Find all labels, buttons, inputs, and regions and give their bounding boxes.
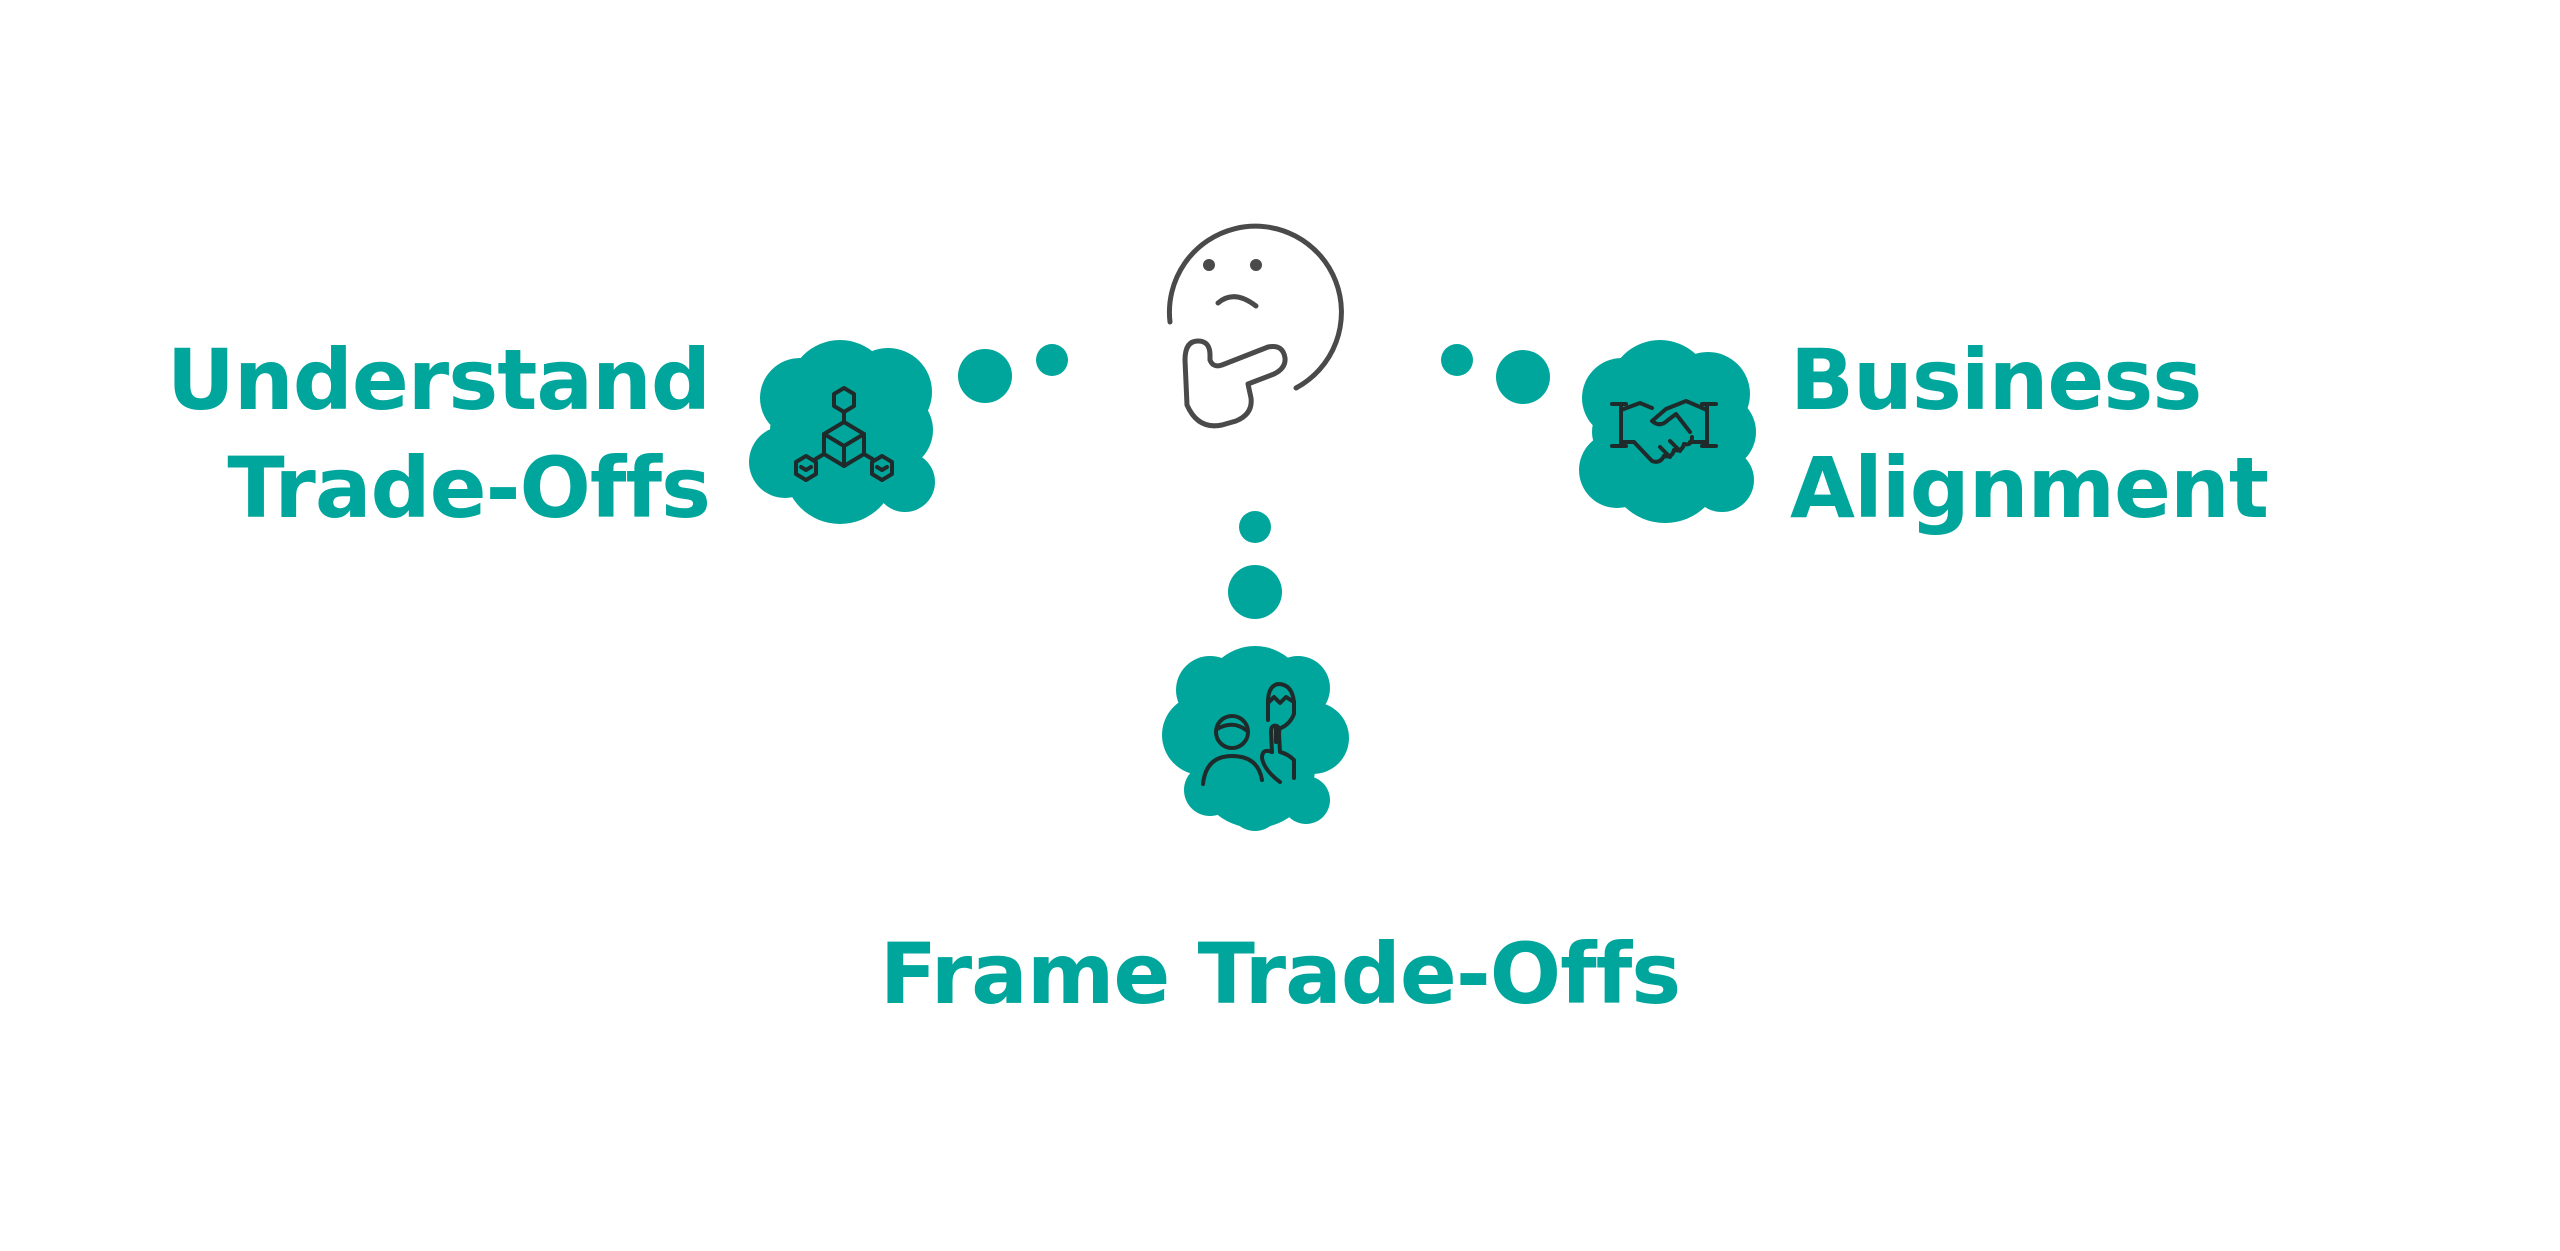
cloud-business (1579, 340, 1756, 523)
thought-dot (1496, 350, 1550, 404)
label-line: Alignment (1790, 439, 2269, 537)
label-business-alignment: Business Alignment (1790, 326, 2269, 542)
thought-dot (1239, 511, 1271, 543)
thought-dots-left (958, 344, 1068, 403)
thought-dot (1228, 565, 1282, 619)
thought-dots-bottom (1228, 511, 1282, 619)
thinking-face-icon (1166, 223, 1344, 429)
handshake-icon (1610, 399, 1718, 464)
label-understand-trade-offs: Understand Trade-Offs (166, 326, 711, 542)
thought-dot (958, 349, 1012, 403)
label-line: Understand (166, 331, 711, 429)
network-cube-icon (794, 386, 894, 482)
label-line: Frame Trade-Offs (879, 925, 1682, 1023)
people-thinking-icon (1201, 682, 1296, 786)
thought-dot (1036, 344, 1068, 376)
thought-dot (1441, 344, 1473, 376)
label-line: Trade-Offs (227, 439, 711, 537)
label-frame-trade-offs: Frame Trade-Offs (0, 920, 2560, 1028)
label-line: Business (1790, 331, 2202, 429)
thought-dots-right (1441, 344, 1550, 404)
cloud-frame (1162, 646, 1349, 831)
cloud-understand (749, 340, 935, 524)
